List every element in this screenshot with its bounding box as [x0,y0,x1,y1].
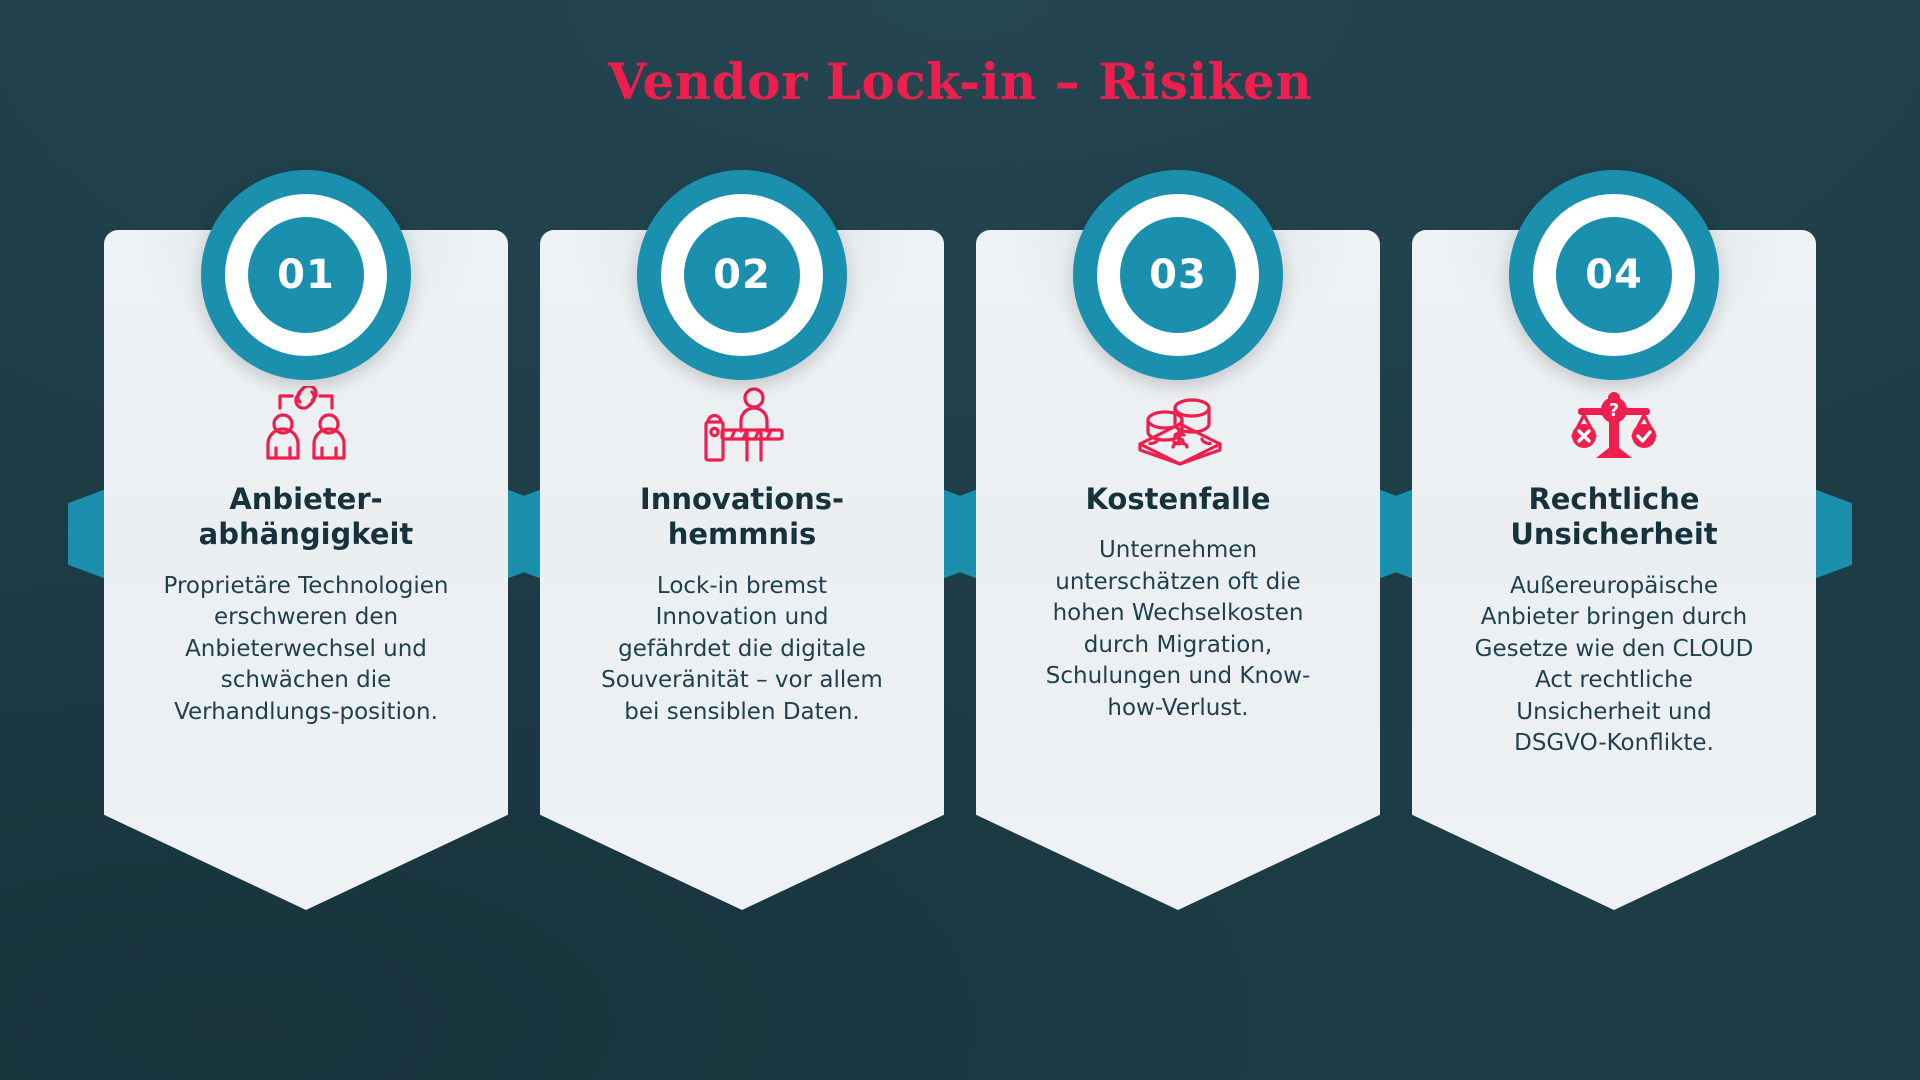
card-title-line1: Anbieter- [229,482,383,516]
card-body-text: Proprietäre Technologien erschweren den … [163,572,449,725]
card-number-badge: 01 [201,170,411,380]
card-number-badge: 03 [1073,170,1283,380]
card-number-badge: 02 [637,170,847,380]
badge-white-ring: 03 [1097,194,1259,356]
badge-number: 04 [1556,217,1672,333]
card-title-line2: hemmnis [667,517,817,552]
page-title: Vendor Lock-in – Risiken [607,52,1313,111]
card-body-text: Unternehmen unterschätzen oft die hohen … [1045,537,1311,721]
card-title: Rechtliche Unsicherheit [1510,482,1717,553]
card-title: Kostenfalle [1085,482,1270,517]
badge-number: 03 [1120,217,1236,333]
card-number-badge: 04 [1509,170,1719,380]
badge-white-ring: 01 [225,194,387,356]
badge-number: 02 [684,217,800,333]
card-body-text: Lock-in bremst Innovation und gefährdet … [601,572,883,725]
svg-text:?: ? [1609,400,1619,421]
users-chain-icon [254,380,358,466]
badge-white-ring: 04 [1533,194,1695,356]
card-title: Anbieter- abhängigkeit [199,482,414,553]
card-title-line2: Unsicherheit [1510,517,1718,552]
risk-card-02[interactable]: Innovations- hemmnis Lock-in bremst Inno… [504,170,980,1000]
badge-white-ring: 02 [661,194,823,356]
money-coins-icon [1128,380,1228,466]
risk-cards-row: Anbieter- abhängigkeit Proprietäre Techn… [0,170,1920,1000]
card-title-line1: Innovations- [639,482,845,516]
risk-card-03[interactable]: Kostenfalle Unternehmen unterschätzen of… [940,170,1416,1000]
barrier-person-icon [692,380,792,466]
card-body-text: Außereuropäische Anbieter bringen durch … [1474,572,1754,757]
risk-card-04[interactable]: ? Rechtliche Unsicherheit Außereuropäisc… [1376,170,1852,1000]
card-title-line2: abhängigkeit [198,517,414,552]
card-title-line1: Rechtliche [1528,482,1700,516]
scales-question-icon: ? [1564,380,1664,466]
risk-card-01[interactable]: Anbieter- abhängigkeit Proprietäre Techn… [68,170,544,1000]
card-title-line1: Kostenfalle [1085,482,1271,516]
badge-number: 01 [248,217,364,333]
card-title: Innovations- hemmnis [640,482,844,553]
